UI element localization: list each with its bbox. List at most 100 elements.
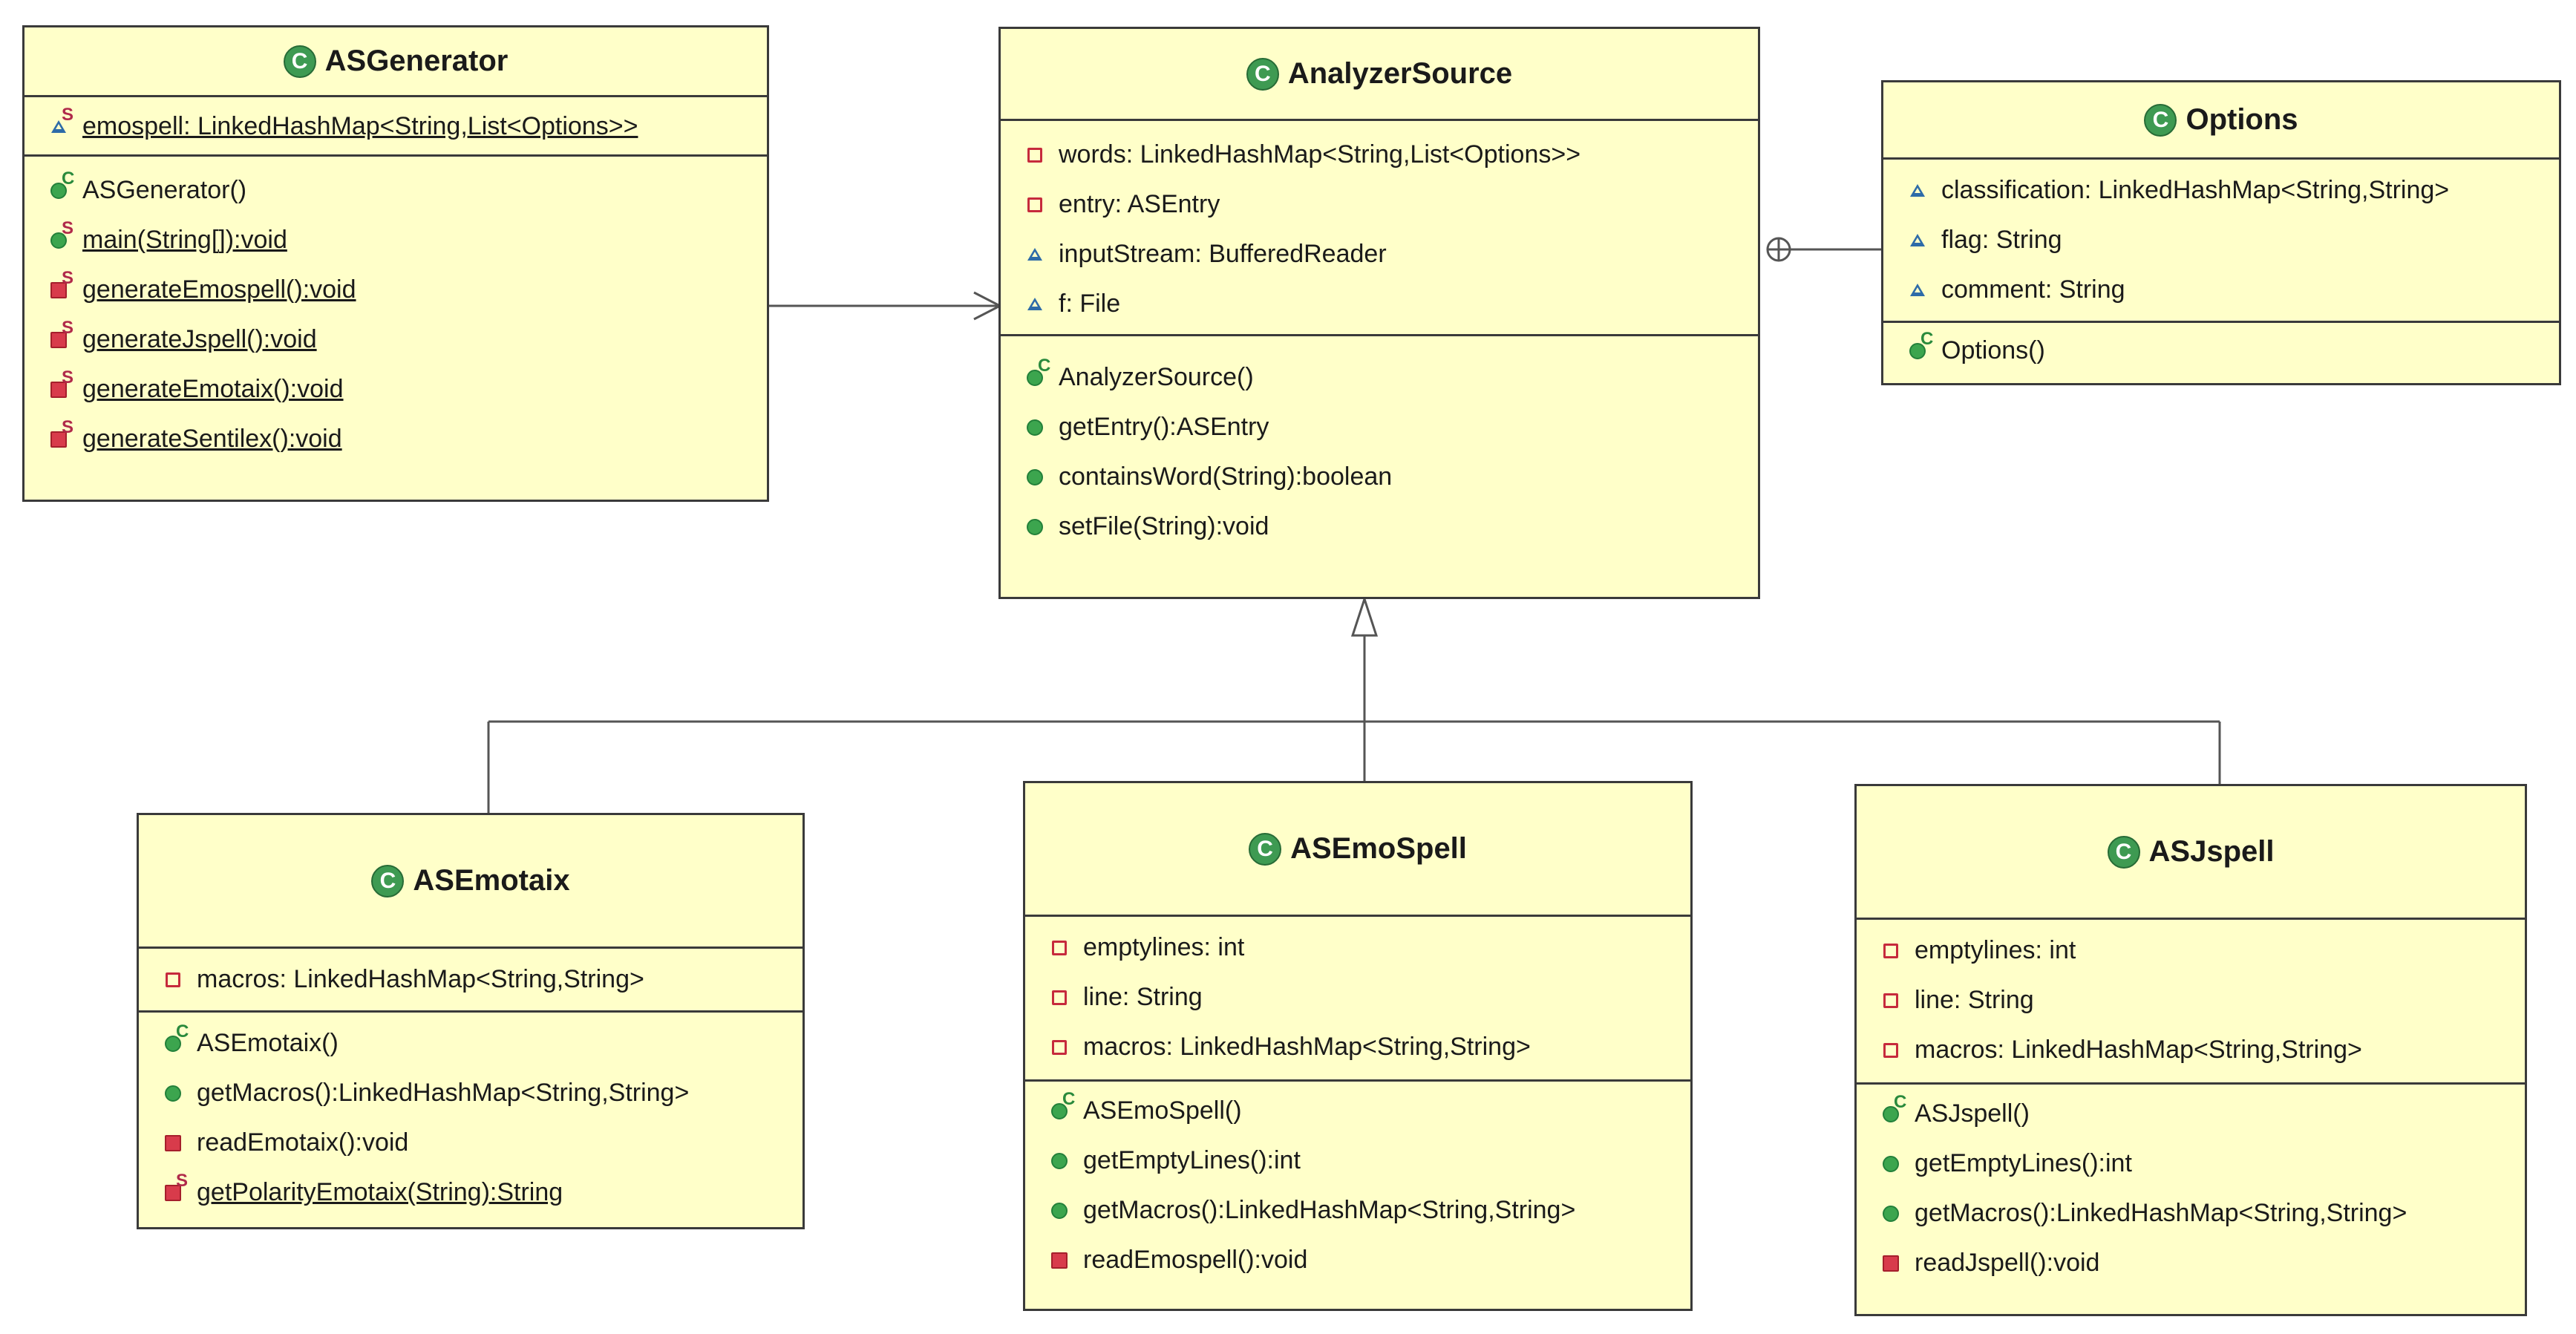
operation[interactable]: C ASJspell() [1857, 1089, 2525, 1139]
attributes-compartment: classification: LinkedHashMap<String,Str… [1883, 160, 2559, 323]
class-header: C ASGenerator [24, 27, 767, 97]
operation[interactable]: C ASEmoSpell() [1025, 1086, 1690, 1136]
public-method-icon [1050, 1202, 1068, 1220]
operation[interactable]: getMacros():LinkedHashMap<String,String> [1025, 1186, 1690, 1235]
constructor-modifier: C [62, 168, 75, 189]
nesting-options-analyzersource [1766, 237, 1881, 262]
attribute[interactable]: flag: String [1883, 215, 2559, 265]
operation[interactable]: S generateEmospell():void [24, 265, 767, 315]
class-asjspell[interactable]: C ASJspell emptylines: int line: String … [1854, 784, 2527, 1316]
attribute-text: inputStream: BufferedReader [1059, 240, 1387, 268]
operation[interactable]: S main(String[]):void [24, 215, 767, 265]
static-modifier: S [62, 267, 74, 288]
class-name: ASGenerator [324, 45, 509, 77]
attribute-text: emospell: LinkedHashMap<String,List<Opti… [82, 112, 638, 140]
attribute[interactable]: inputStream: BufferedReader [1001, 229, 1758, 279]
constructor-modifier: C [1920, 328, 1934, 349]
attribute-text: entry: ASEntry [1059, 190, 1220, 218]
public-method-icon [1882, 1155, 1900, 1173]
class-name: ASJspell [2148, 835, 2275, 868]
static-modifier: S [62, 367, 74, 388]
operation-text: getEmptyLines():int [1915, 1149, 2132, 1177]
operation-text: getMacros():LinkedHashMap<String,String> [1915, 1199, 2407, 1227]
public-method-icon [164, 1085, 182, 1102]
operation[interactable]: S generateEmotaix():void [24, 364, 767, 414]
attribute-text: emptylines: int [1083, 933, 1245, 961]
class-header: C ASEmoSpell [1025, 783, 1690, 917]
operation[interactable]: getMacros():LinkedHashMap<String,String> [139, 1068, 802, 1118]
operation[interactable]: readJspell():void [1857, 1238, 2525, 1288]
attributes-compartment: emptylines: int line: String macros: Lin… [1025, 917, 1690, 1082]
attribute-text: f: File [1059, 290, 1121, 318]
operation[interactable]: getEmptyLines():int [1857, 1139, 2525, 1188]
static-modifier: S [62, 317, 74, 338]
operation-text: AnalyzerSource() [1059, 363, 1254, 391]
operation[interactable]: C ASEmotaix() [139, 1019, 802, 1068]
private-field-icon [1026, 146, 1044, 164]
operation-text: ASEmotaix() [197, 1029, 339, 1057]
attribute[interactable]: S emospell: LinkedHashMap<String,List<Op… [24, 102, 767, 151]
private-field-icon [1882, 1042, 1900, 1059]
attribute-text: comment: String [1941, 275, 2125, 304]
operations-compartment: C Options() [1883, 323, 2559, 376]
class-asemospell[interactable]: C ASEmoSpell emptylines: int line: Strin… [1023, 781, 1693, 1311]
operation[interactable]: getMacros():LinkedHashMap<String,String> [1857, 1188, 2525, 1238]
attribute[interactable]: line: String [1025, 972, 1690, 1022]
operation[interactable]: C Options() [1883, 326, 2559, 376]
attribute[interactable]: classification: LinkedHashMap<String,Str… [1883, 166, 2559, 215]
attribute[interactable]: line: String [1857, 975, 2525, 1025]
attribute-text: macros: LinkedHashMap<String,String> [1083, 1033, 1531, 1061]
attribute[interactable]: comment: String [1883, 265, 2559, 315]
operation[interactable]: getEntry():ASEntry [1001, 402, 1758, 452]
public-method-icon [1050, 1152, 1068, 1170]
operation-text: generateEmospell():void [82, 275, 356, 304]
class-asgenerator[interactable]: C ASGenerator S emospell: LinkedHashMap<… [22, 25, 769, 502]
class-name: ASEmotaix [413, 864, 570, 897]
attribute[interactable]: macros: LinkedHashMap<String,String> [139, 955, 802, 1004]
operation[interactable]: S generateJspell():void [24, 315, 767, 364]
generalization-tree [487, 595, 2221, 813]
operation[interactable]: S getPolarityEmotaix(String):String [139, 1168, 802, 1217]
package-visibility-icon: S [50, 105, 73, 136]
operation-text: Options() [1941, 336, 2045, 364]
operation[interactable]: containsWord(String):boolean [1001, 452, 1758, 502]
attribute[interactable]: words: LinkedHashMap<String,List<Options… [1001, 130, 1758, 180]
operation-text: readEmospell():void [1083, 1246, 1308, 1274]
operation-text: main(String[]):void [82, 226, 287, 254]
public-method-icon: C [1026, 356, 1050, 387]
operation[interactable]: setFile(String):void [1001, 502, 1758, 552]
attribute-text: macros: LinkedHashMap<String,String> [197, 965, 644, 993]
attribute[interactable]: macros: LinkedHashMap<String,String> [1025, 1022, 1690, 1072]
private-method-icon [164, 1134, 182, 1152]
operation[interactable]: C ASGenerator() [24, 166, 767, 215]
operation[interactable]: getEmptyLines():int [1025, 1136, 1690, 1186]
operations-compartment: C ASJspell() getEmptyLines():int getMacr… [1857, 1085, 2525, 1288]
class-options[interactable]: C Options classification: LinkedHashMap<… [1881, 80, 2561, 385]
class-icon: C [2144, 103, 2177, 137]
constructor-modifier: C [176, 1021, 189, 1042]
operation-text: ASEmoSpell() [1083, 1096, 1242, 1125]
attribute[interactable]: f: File [1001, 279, 1758, 329]
operation[interactable]: S generateSentilex():void [24, 414, 767, 464]
attribute-text: macros: LinkedHashMap<String,String> [1915, 1036, 2362, 1064]
operation[interactable]: readEmotaix():void [139, 1118, 802, 1168]
private-field-icon [1026, 196, 1044, 214]
public-method-icon [1882, 1205, 1900, 1223]
attribute[interactable]: entry: ASEntry [1001, 180, 1758, 229]
private-method-icon: S [50, 368, 73, 399]
class-analyzersource[interactable]: C AnalyzerSource words: LinkedHashMap<St… [998, 27, 1760, 599]
operation[interactable]: C AnalyzerSource() [1001, 353, 1758, 402]
class-asemotaix[interactable]: C ASEmotaix macros: LinkedHashMap<String… [137, 813, 805, 1229]
private-method-icon: S [50, 418, 73, 448]
operation-text: generateJspell():void [82, 325, 317, 353]
attribute-text: flag: String [1941, 226, 2062, 254]
attributes-compartment: emptylines: int line: String macros: Lin… [1857, 920, 2525, 1085]
static-modifier: S [176, 1170, 189, 1191]
operation[interactable]: readEmospell():void [1025, 1235, 1690, 1285]
private-field-icon [1882, 992, 1900, 1010]
attribute[interactable]: emptylines: int [1857, 926, 2525, 975]
attribute[interactable]: macros: LinkedHashMap<String,String> [1857, 1025, 2525, 1075]
private-field-icon [1050, 989, 1068, 1007]
attribute[interactable]: emptylines: int [1025, 923, 1690, 972]
